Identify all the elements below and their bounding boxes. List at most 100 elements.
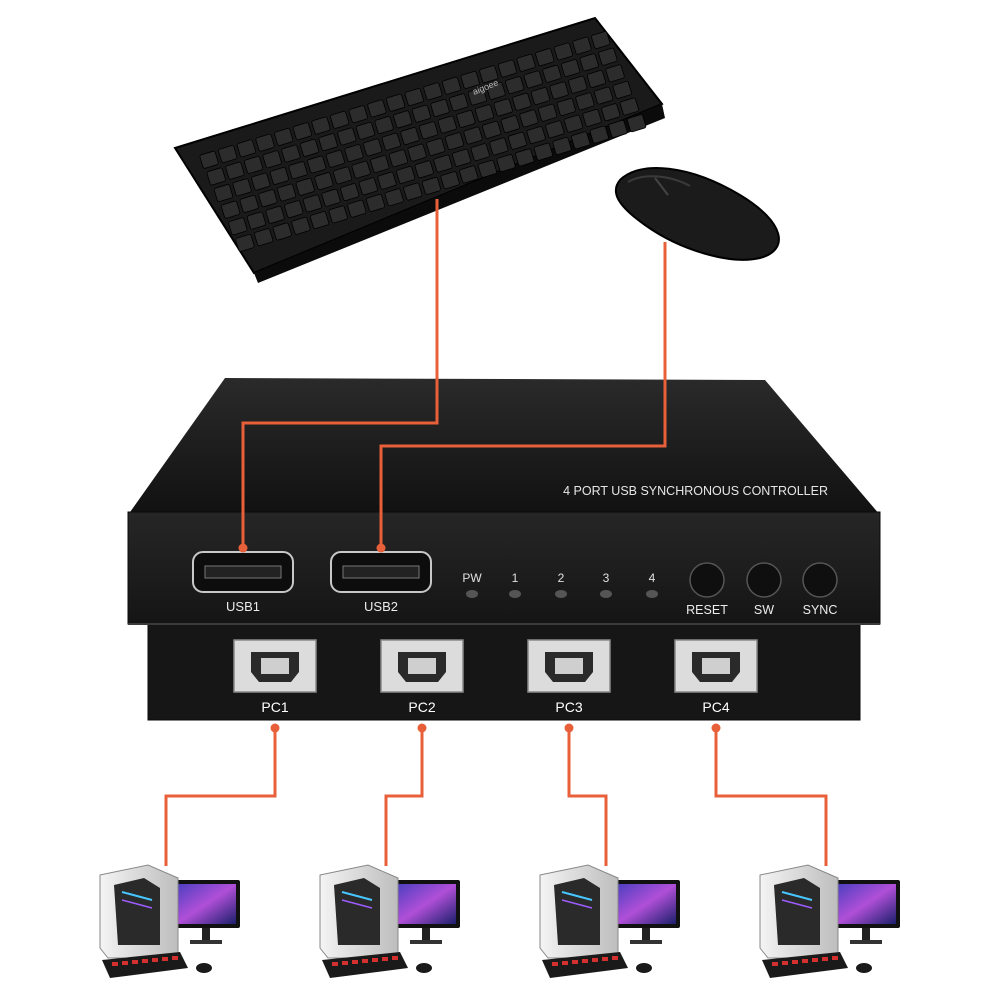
keyboard-key (291, 216, 311, 235)
keyboard-key (430, 99, 450, 117)
keyboard-key (441, 76, 462, 95)
keyboard-key (385, 93, 406, 112)
keyboard-key (519, 109, 539, 128)
keyboard-cable (241, 199, 439, 548)
keyboard-key (276, 183, 297, 202)
keyboard-key (299, 138, 320, 157)
keyboard-key (586, 70, 607, 88)
keyboard-key (459, 165, 479, 184)
keyboard-key (474, 104, 495, 123)
keyboard-key (400, 127, 420, 145)
keyboard-key (292, 122, 312, 141)
keyboard-key (374, 116, 394, 135)
keyboard-key (246, 211, 267, 230)
pc-tower-window (774, 878, 820, 945)
computer-1 (99, 864, 240, 978)
cable-connector-dot (270, 723, 280, 733)
sync-button[interactable] (802, 562, 838, 598)
keyboard-key (355, 121, 376, 140)
keyboard-key (414, 160, 434, 179)
keyboard-key (337, 127, 357, 146)
reset-button[interactable] (689, 562, 725, 598)
keyboard-key (493, 98, 513, 117)
keyboard-key (598, 47, 618, 66)
keyboard-key (344, 144, 364, 163)
sw-button-label: SW (754, 603, 774, 617)
keyboard-key (307, 155, 327, 174)
pc-tower-window (334, 878, 380, 945)
keyboard-key (251, 172, 271, 191)
keyboard-key (486, 81, 506, 100)
cable-connector-dot (711, 723, 721, 733)
computers (99, 864, 900, 978)
cable-connector-dot (564, 723, 574, 733)
keyboard-key (254, 228, 274, 247)
reset-button-label: RESET (686, 603, 728, 617)
keyboard-key (330, 110, 350, 129)
keyboard-key (538, 103, 558, 122)
keyboard-key (571, 131, 591, 150)
keyboard-key (512, 92, 532, 111)
device-title: 4 PORT USB SYNCHRONOUS CONTROLLER (563, 484, 828, 498)
indicator-led (555, 590, 567, 598)
keyboard-key (526, 126, 546, 144)
keyboard-key (269, 166, 289, 185)
pc-mouse (856, 963, 872, 973)
keyboard: aigoee (173, 16, 665, 283)
keyboard-key (601, 103, 621, 122)
keyboard-key (404, 88, 424, 106)
keyboard-key (262, 150, 282, 169)
keyboard-key (418, 121, 439, 140)
keyboard-key (393, 110, 413, 129)
keyboard-key (258, 189, 278, 208)
monitor-screen (836, 884, 896, 924)
usb-port-2[interactable] (330, 551, 432, 593)
keyboard-key (288, 161, 308, 180)
keyboard-key (221, 200, 241, 219)
computer-2 (319, 864, 460, 978)
monitor-screen (176, 884, 236, 924)
keyboard-key (515, 148, 535, 167)
cable-connector-dot (376, 543, 386, 553)
keyboard-key (396, 166, 416, 184)
keyboard-key (421, 176, 442, 195)
keyboard-key (463, 126, 483, 145)
keyboard-key (575, 92, 595, 111)
keyboard-key (456, 109, 476, 128)
pc-port-2[interactable] (380, 639, 464, 693)
pc-port-4[interactable] (674, 639, 758, 693)
pc-mouse (416, 963, 432, 973)
keyboard-key (332, 166, 353, 185)
monitor-screen (396, 884, 456, 924)
keyboard-key (593, 86, 614, 105)
keyboard-key (351, 160, 371, 179)
keyboard-key (556, 98, 576, 116)
pc-port-3[interactable] (527, 639, 611, 693)
usb-port-label: USB1 (226, 599, 260, 614)
pc-port-label: PC4 (702, 699, 729, 715)
keyboard-key (482, 120, 502, 139)
keyboard-key (545, 120, 565, 139)
keyboard-key (232, 178, 252, 197)
keyboard-key (563, 114, 584, 133)
keyboard-key (440, 171, 460, 190)
keyboard-key (358, 177, 378, 196)
keyboard-key (328, 205, 348, 224)
keyboard-key (582, 109, 602, 127)
keyboard-key (500, 115, 520, 134)
keyboard-key (553, 42, 574, 61)
sw-button[interactable] (746, 562, 782, 598)
indicator-label: 1 (512, 571, 519, 585)
pc-port-1[interactable] (233, 639, 317, 693)
usb-port-1[interactable] (192, 551, 294, 593)
keyboard-key (407, 143, 427, 162)
keyboard-key (426, 137, 446, 156)
mouse (615, 167, 780, 261)
keyboard-key (311, 116, 331, 135)
keyboard-key (507, 131, 528, 150)
